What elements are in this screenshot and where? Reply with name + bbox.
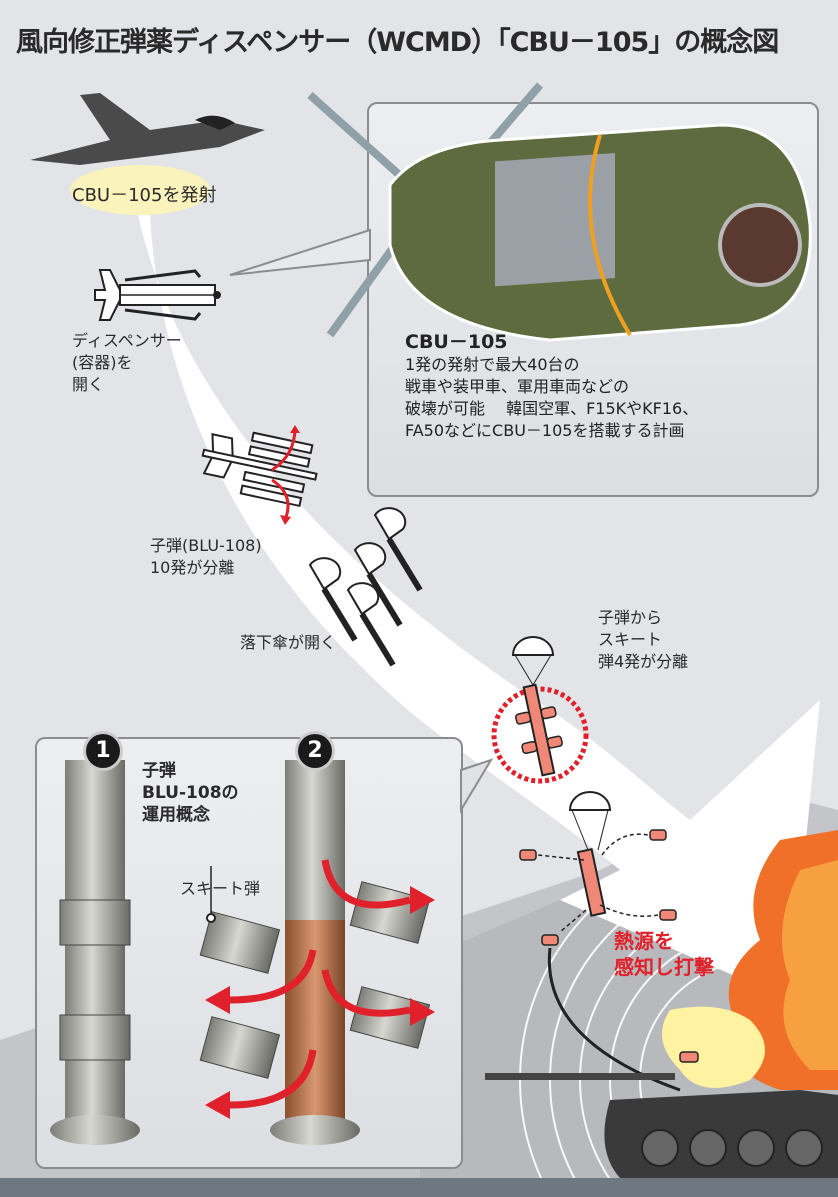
blu108-caption: 子弾 BLU-108の 運用概念 [142,761,239,825]
label-submunitions-separate: 子弾(BLU-108) 10発が分離 [150,536,262,577]
label-parachute-opens: 落下傘が開く [240,633,337,652]
parachute-submunitions-icon [308,507,423,667]
info-box-title: CBU－105 [405,331,508,353]
label-heat-sense-strike: 熱源を 感知し打撃 [614,929,714,979]
submunitions-separating-icon [201,425,318,525]
flight-path [138,215,820,1000]
cbu105-bomb-image [307,82,812,342]
badge-2: 2 [298,734,332,768]
fighter-jet-icon [30,93,265,215]
label-launch: CBU－105を発射 [72,185,217,206]
label-skeets-separate: 子弾から スキート 弾4発が分離 [598,608,689,671]
label-open-dispenser: ディスペンサー (容器)を 開く [72,331,182,394]
badge-1: 1 [86,734,120,768]
callout-pointer [229,228,371,276]
blu-callout-pointer [460,758,494,814]
info-box-body: 1発の発射で最大40台の 戦車や装甲車、軍用車両などの 破壊が可能 韓国空軍、F… [405,355,699,440]
blu108-photos [50,760,435,1145]
label-skeet: スキート弾 [180,879,261,898]
tank-explosion-image [485,830,838,1178]
skeet-separation-icon [491,636,589,784]
dispenser-open-icon [94,269,221,321]
bottom-bar [0,1178,838,1197]
skeet-dispersal-icon [519,791,681,1092]
info-box-content: CBU－105 1発の発射で最大40台の 戦車や装甲車、軍用車両などの 破壊が可… [405,330,805,442]
page-title: 風向修正弾薬ディスペンサー（WCMD）「CBU－105」の概念図 [16,27,779,58]
